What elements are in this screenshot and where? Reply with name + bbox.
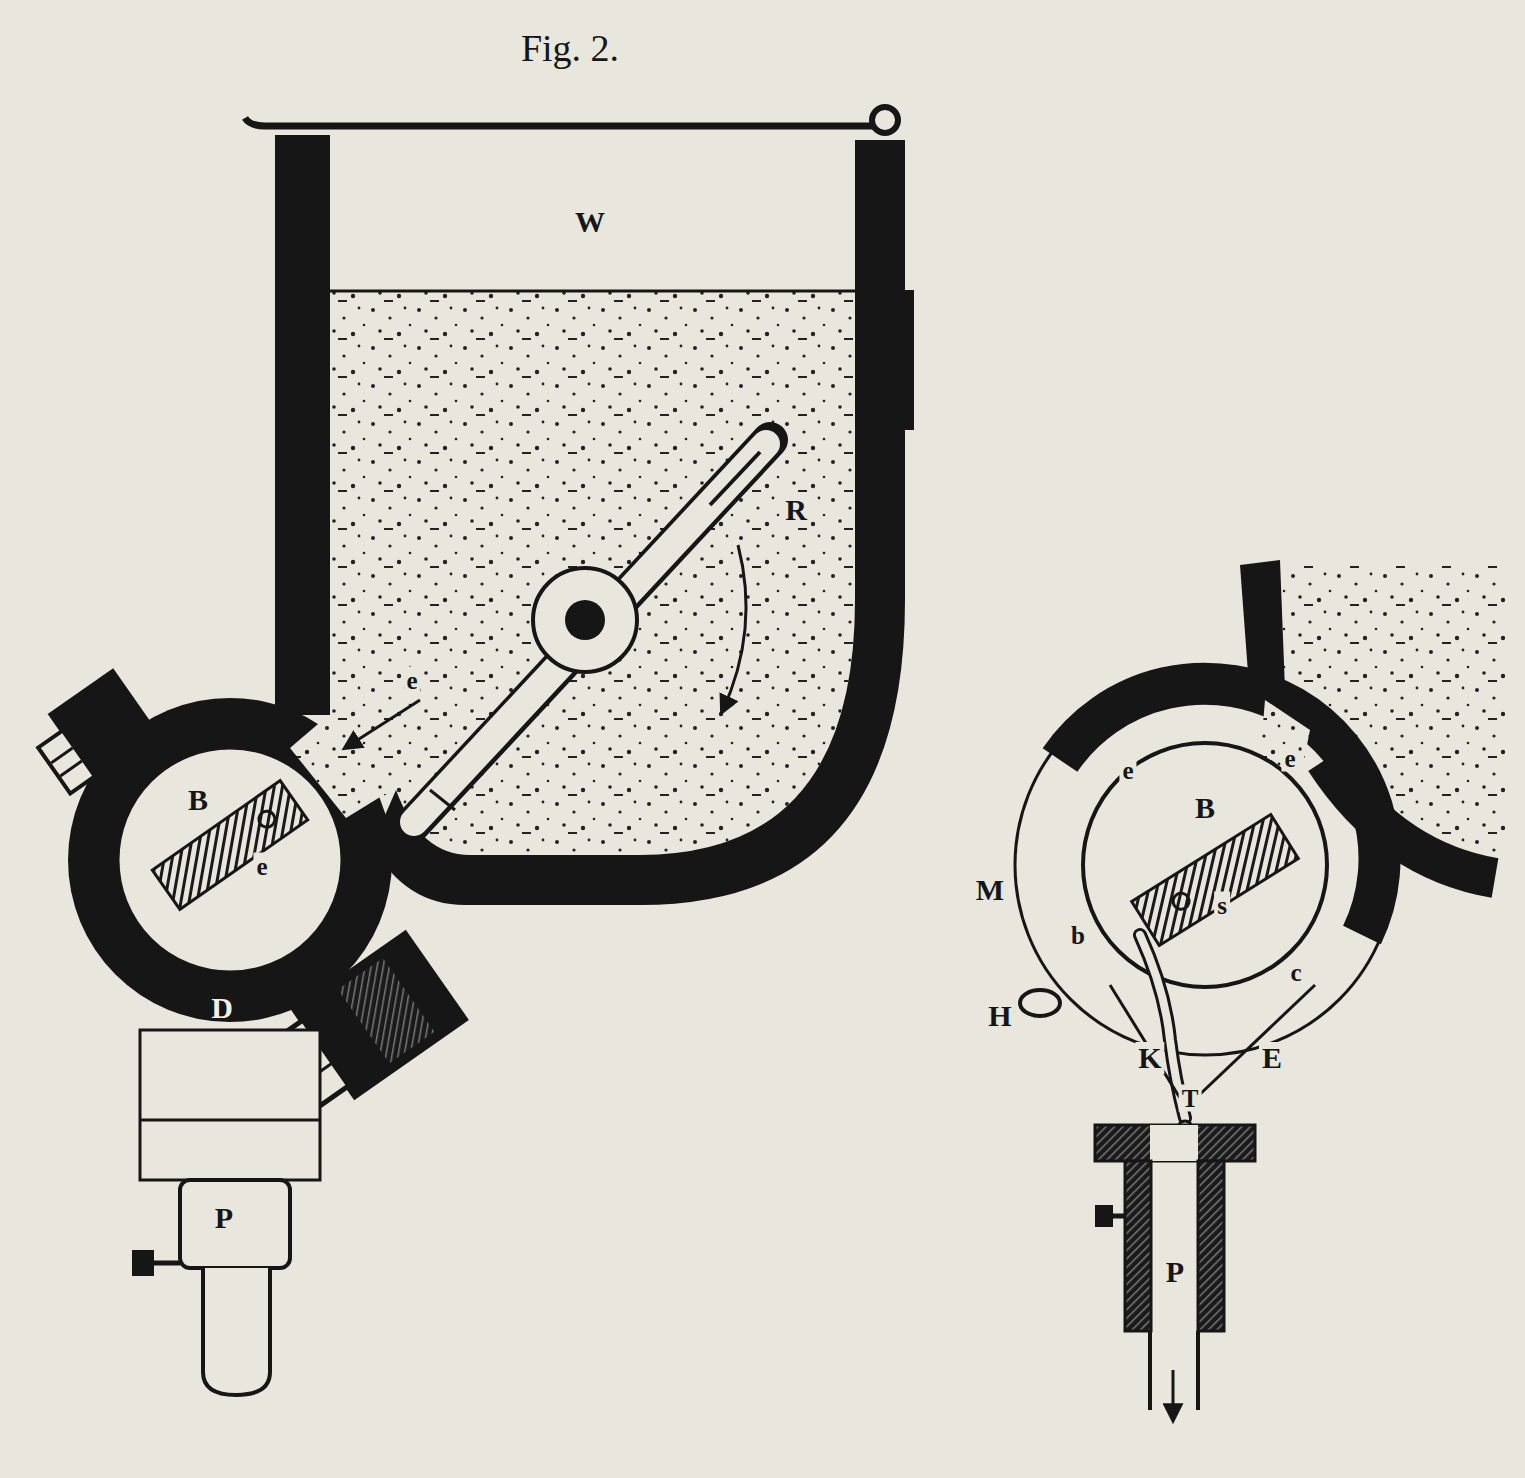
part-letter: M: [973, 874, 1007, 906]
part-letter: W: [572, 206, 608, 238]
part-letter: e: [403, 667, 420, 694]
part-letter: s: [1214, 892, 1230, 919]
part-letter: R: [782, 494, 810, 526]
part-letter: H: [985, 1000, 1014, 1032]
part-letter: b: [1068, 922, 1088, 949]
part-letter: T: [1179, 1085, 1202, 1112]
part-letter: P: [212, 1202, 236, 1234]
part-letter: c: [1287, 959, 1304, 986]
part-letter: B: [1192, 792, 1218, 824]
part-letter: D: [208, 992, 236, 1024]
part-letter: e: [253, 853, 270, 880]
part-letter: B: [185, 784, 211, 816]
part-letter: e: [1119, 757, 1136, 784]
part-letter: e: [1281, 745, 1298, 772]
part-letter: E: [1259, 1042, 1285, 1074]
figure-title: Fig. 2.: [521, 26, 619, 70]
part-letter: P: [1163, 1256, 1187, 1288]
part-letter: K: [1135, 1042, 1164, 1074]
